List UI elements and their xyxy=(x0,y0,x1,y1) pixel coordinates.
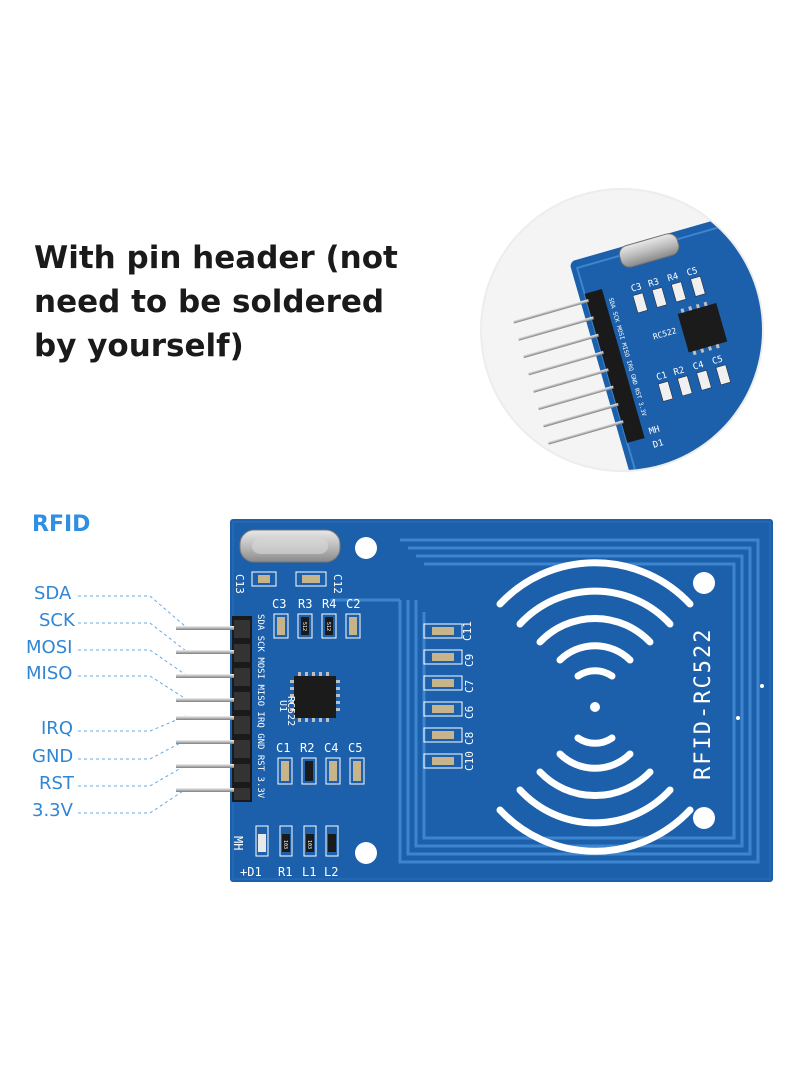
pin-label-miso: MISO xyxy=(26,663,73,684)
rf-wave-symbol xyxy=(496,559,694,855)
label-c5: C5 xyxy=(348,741,362,755)
leader-sda xyxy=(78,595,187,628)
label-c9: C9 xyxy=(463,654,476,667)
label-c8: C8 xyxy=(463,732,476,745)
rc522-chip xyxy=(294,676,336,718)
pin-rst xyxy=(176,764,234,768)
header-silkscreen: SDA SCK MOSI MISO IRQ GND RST 3.3V xyxy=(255,614,265,799)
pin-label-3v3: 3.3V xyxy=(32,800,73,821)
label-r4: R4 xyxy=(322,597,336,611)
label-d1: +D1 xyxy=(240,865,262,879)
label-c12: C12 xyxy=(331,574,344,594)
label-c4: C4 xyxy=(324,741,338,755)
pin-mosi xyxy=(176,674,234,678)
inset-pins xyxy=(513,299,624,445)
pin-3v3 xyxy=(176,788,234,792)
pin-sck xyxy=(176,650,234,654)
pin-irq xyxy=(176,716,234,720)
label-c11: C11 xyxy=(461,621,474,641)
label-r3: R3 xyxy=(298,597,312,611)
resistor-code-r3: 512 xyxy=(301,622,307,631)
headline: With pin header (not need to be soldered… xyxy=(34,236,454,368)
inset-label-c5: C5 xyxy=(711,355,724,368)
pin-label-gnd: GND xyxy=(32,746,74,767)
board-model-label: RFID-RC522 xyxy=(691,628,716,780)
pin-label-mosi: MOSI xyxy=(26,637,73,658)
resistor-code-r1: 103 xyxy=(282,840,288,849)
pin-label-sda: SDA xyxy=(34,583,72,604)
inset-label-c3: C3 xyxy=(630,282,643,295)
headline-line-1: With pin header (not xyxy=(34,240,398,276)
mount-hole-bottom-right xyxy=(693,807,715,829)
mount-hole-top-right xyxy=(693,572,715,594)
mount-hole-top-left xyxy=(355,537,377,559)
label-mh: MH xyxy=(231,836,245,850)
leader-mosi xyxy=(78,649,187,676)
pin-miso xyxy=(176,698,234,702)
pcb-substrate xyxy=(230,519,773,882)
capacitor-column: C11 C9 C7 C6 C8 C10 xyxy=(423,621,476,771)
antenna-coil xyxy=(398,538,760,864)
label-c2: C2 xyxy=(346,597,360,611)
headline-line-3: by yourself) xyxy=(34,328,244,364)
inset-pin-header xyxy=(584,288,645,443)
inset-label-c4: C4 xyxy=(692,360,705,373)
pin-label-rst: RST xyxy=(39,773,74,794)
inset-label-c1: C1 xyxy=(655,371,668,384)
label-l2: L2 xyxy=(324,865,338,879)
inset-label-c5-top: C5 xyxy=(686,266,699,279)
leader-miso xyxy=(78,675,187,700)
header-pins xyxy=(176,626,234,792)
inset-label-mh: MH xyxy=(648,425,661,438)
leader-irq xyxy=(78,715,187,732)
label-c6: C6 xyxy=(463,706,476,719)
label-c7: C7 xyxy=(463,680,476,693)
pin-label-irq: IRQ xyxy=(41,718,73,739)
leader-3v3 xyxy=(78,788,187,814)
resistor-code-r4: 512 xyxy=(325,622,331,631)
label-r1: R1 xyxy=(278,865,292,879)
label-u1: U1 xyxy=(277,700,288,712)
inset-label-r4: R4 xyxy=(666,272,679,285)
pin-leader-lines xyxy=(78,595,187,814)
rf-center-dot xyxy=(590,702,600,712)
label-c1: C1 xyxy=(276,741,290,755)
label-r2: R2 xyxy=(300,741,314,755)
leader-rst xyxy=(78,764,187,787)
mount-hole-bottom-left xyxy=(355,842,377,864)
label-l1: L1 xyxy=(302,865,316,879)
pin-label-sck: SCK xyxy=(39,610,75,631)
label-rc522: RC522 xyxy=(285,696,296,726)
headline-line-2: need to be soldered xyxy=(34,284,385,320)
pin-sda xyxy=(176,626,234,630)
resistor-code-l1: 103 xyxy=(306,840,312,849)
inset-photo: C3 R3 R4 C5 RC522 C1 R2 C4 C5 MH D1 SDA … xyxy=(480,188,764,472)
label-c13: C13 xyxy=(233,574,246,594)
leader-sck xyxy=(78,622,187,652)
section-title: RFID xyxy=(32,512,91,537)
label-c10: C10 xyxy=(463,751,476,771)
rfid-board: RFID-RC522 C13 C12 xyxy=(176,519,773,882)
inset-label-r2: R2 xyxy=(673,366,686,379)
label-c3: C3 xyxy=(272,597,286,611)
pin-gnd xyxy=(176,740,234,744)
inset-label-d1: D1 xyxy=(652,438,665,451)
inset-chip xyxy=(677,302,728,353)
leader-gnd xyxy=(78,739,187,760)
inset-label-r3: R3 xyxy=(647,277,660,290)
